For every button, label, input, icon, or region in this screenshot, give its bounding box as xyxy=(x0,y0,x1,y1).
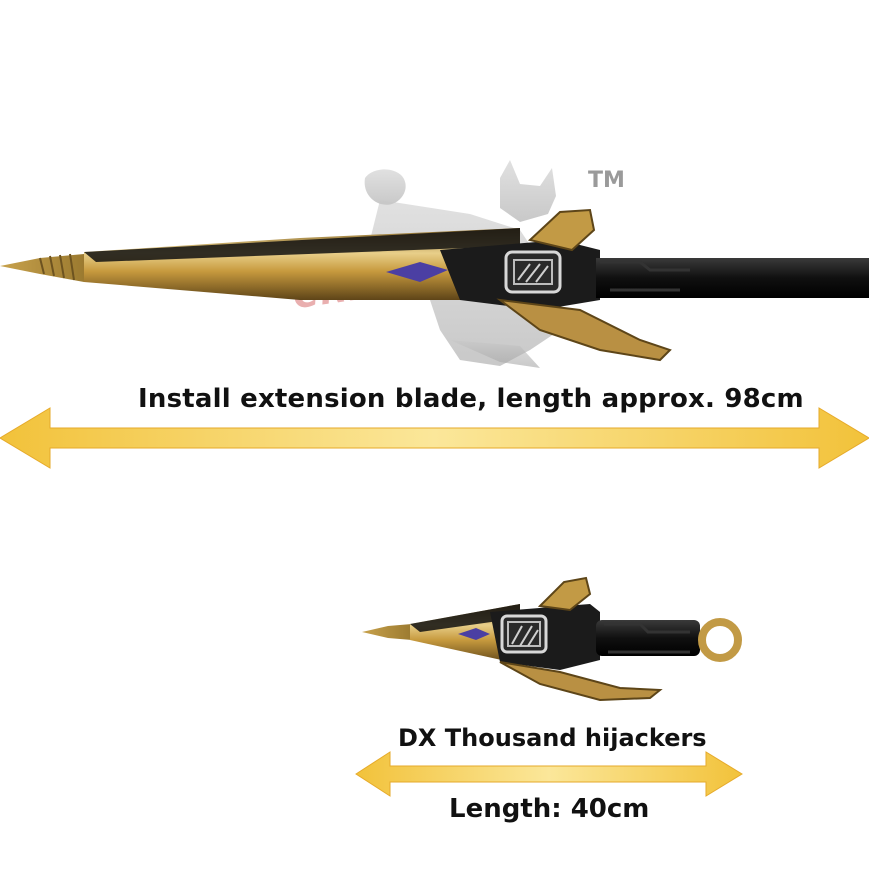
long-length-caption: Install extension blade, length approx. … xyxy=(138,384,804,414)
short-length-caption: Length: 40cm xyxy=(449,794,650,824)
extension-blade-tip xyxy=(0,253,84,282)
end-ring xyxy=(698,618,742,662)
purple-gem xyxy=(386,262,448,282)
lower-spike-guard xyxy=(496,298,672,362)
dx-thousand-hijackers-label: DX Thousand hijackers xyxy=(398,724,707,752)
trademark-symbol: TM xyxy=(588,168,625,193)
